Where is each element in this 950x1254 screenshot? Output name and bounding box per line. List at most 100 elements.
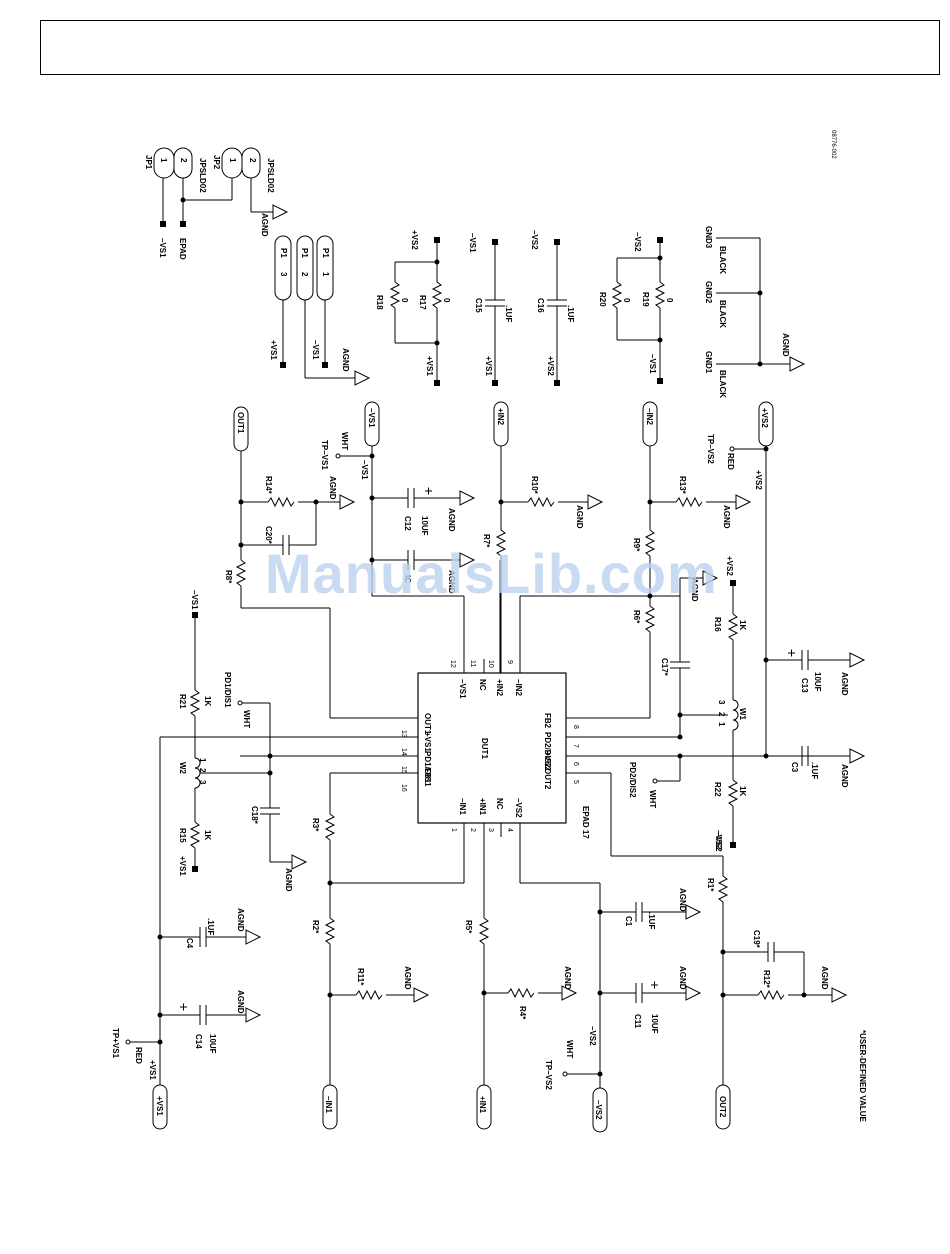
label-c12: C12	[403, 516, 412, 531]
c16-cap	[547, 243, 567, 380]
label-r19-v: 0	[665, 298, 674, 303]
label-gnd2: GND2	[704, 281, 713, 304]
label-gnd-agnd: AGND	[781, 333, 790, 357]
label-r1-net: –VS2	[714, 832, 723, 852]
label-c15-top: –VS1	[468, 233, 477, 253]
ic-pin-7: 7	[572, 744, 579, 748]
label-r11-agnd: AGND	[403, 966, 412, 990]
label-r6: R6*	[632, 610, 641, 624]
label-in2p: +IN2	[496, 408, 505, 426]
user-defined-note: *USER-DEFINED VALUE	[858, 1030, 867, 1123]
ic-pin-8: 8	[572, 725, 579, 729]
label-r15: R15	[178, 828, 187, 843]
label-r15-bot: +VS1	[178, 856, 187, 876]
label-jp2-p1: 1	[228, 158, 237, 163]
label-r21: R21	[178, 694, 187, 709]
label-c4-v: .1UF	[206, 918, 215, 935]
label-gnd3-c: BLACK	[718, 246, 727, 274]
ic-label-out1: OUT1	[423, 713, 432, 735]
ic-pin-6: 6	[572, 762, 579, 766]
label-r6-agnd: AGND	[690, 578, 699, 602]
in2m-section	[520, 401, 736, 737]
dut1-body	[417, 672, 567, 824]
label-c15-bot: +VS1	[484, 356, 493, 376]
label-c14: C14	[194, 1034, 203, 1049]
label-vs2p-net: +VS2	[754, 470, 763, 490]
label-r9: R9*	[632, 538, 641, 552]
label-r5: R5*	[464, 920, 473, 934]
label-r12-agnd: AGND	[820, 966, 829, 990]
label-c16: C16	[536, 298, 545, 313]
label-r22-bot: –VS2	[714, 830, 723, 850]
label-jpsld02-b: JPSLD02	[266, 158, 275, 193]
label-r19-bot: –VS1	[648, 354, 657, 374]
label-r8: R8*	[224, 570, 233, 584]
gnd-terminals	[716, 237, 790, 365]
label-c15: C15	[474, 298, 483, 313]
label-c19: C19*	[752, 930, 761, 949]
label-r21-top: –VS1	[190, 590, 199, 610]
label-p1-agnd: AGND	[341, 348, 350, 372]
label-vs1p-net: +VS1	[148, 1060, 157, 1080]
ic-pin-4: 4	[506, 828, 513, 832]
label-tp-vs1p-c: RED	[134, 1047, 143, 1064]
watermark: ManualsLib.com	[265, 542, 718, 605]
label-c3-agnd: AGND	[840, 764, 849, 788]
label-jp1: JP1	[144, 155, 153, 170]
label-c12-agnd: AGND	[447, 508, 456, 532]
label-vs1m-term: –VS1	[367, 408, 376, 428]
label-c11-v: 10UF	[650, 1014, 659, 1034]
label-p1-a: P1	[279, 248, 288, 258]
label-gnd2-c: BLACK	[718, 300, 727, 328]
label-w1-1: 1	[717, 722, 726, 727]
p1-connectors	[274, 235, 355, 379]
ic-pin-15: 15	[400, 766, 407, 774]
ic-pin-11: 11	[469, 660, 476, 667]
label-p1-vs1p: +VS1	[269, 340, 278, 360]
label-jp-agnd: AGND	[260, 213, 269, 237]
label-r13-agnd: AGND	[722, 505, 731, 529]
label-w2: W2	[178, 762, 187, 775]
figure-id: 08776-002	[830, 130, 836, 159]
label-c13-agnd: AGND	[840, 672, 849, 696]
out1-section	[233, 406, 340, 718]
ic-pin-9: 9	[506, 660, 513, 664]
label-c-hidden: IC	[403, 575, 412, 583]
label-c16-bot: +VS2	[546, 356, 555, 376]
ic-name: DUT1	[480, 738, 489, 759]
label-r15-v: 1K	[203, 830, 212, 840]
vs1p-supply	[128, 737, 246, 1130]
label-w1-2: 2	[717, 712, 726, 717]
label-r10-agnd: AGND	[575, 505, 584, 529]
ic-label-in1m: –IN1	[458, 798, 467, 815]
label-r20-v: 0	[622, 298, 631, 303]
label-tp-vs2m: TP–VS2	[544, 1060, 553, 1090]
label-c12-v: 10UF	[420, 516, 429, 536]
label-r2: R2*	[311, 920, 320, 934]
label-tp-vs2p-c: RED	[726, 453, 735, 470]
ic-label-out2: OUT2	[543, 768, 552, 790]
label-w1-3: 3	[717, 700, 726, 705]
label-r22-v: 1K	[738, 786, 747, 796]
label-r19: R19	[641, 292, 650, 307]
label-c13: C13	[800, 678, 809, 693]
label-c17: C17*	[660, 658, 669, 677]
label-r17-v: 0	[442, 298, 451, 303]
label-c1-v: .1UF	[647, 912, 656, 929]
ic-label-in1p: +IN1	[478, 798, 487, 816]
in1m-section	[322, 773, 464, 1130]
label-w2-3: 3	[198, 780, 207, 785]
label-in2m: –IN2	[645, 408, 654, 425]
in1p-section	[476, 912, 562, 1130]
label-pd2: PD2/DIS2	[628, 762, 637, 798]
ic-pin-10: 10	[487, 660, 494, 668]
label-p1-c-n: 1	[321, 272, 330, 277]
vs2p-supply	[732, 401, 850, 766]
label-c15-v: .1UF	[504, 305, 513, 322]
label-tp-vs1m: TP–VS1	[320, 440, 329, 470]
label-p1-vs1m: –VS1	[311, 340, 320, 360]
label-p1-b: P1	[300, 248, 309, 258]
w2-jumper	[189, 612, 270, 866]
label-c13-v: 10UF	[813, 672, 822, 692]
